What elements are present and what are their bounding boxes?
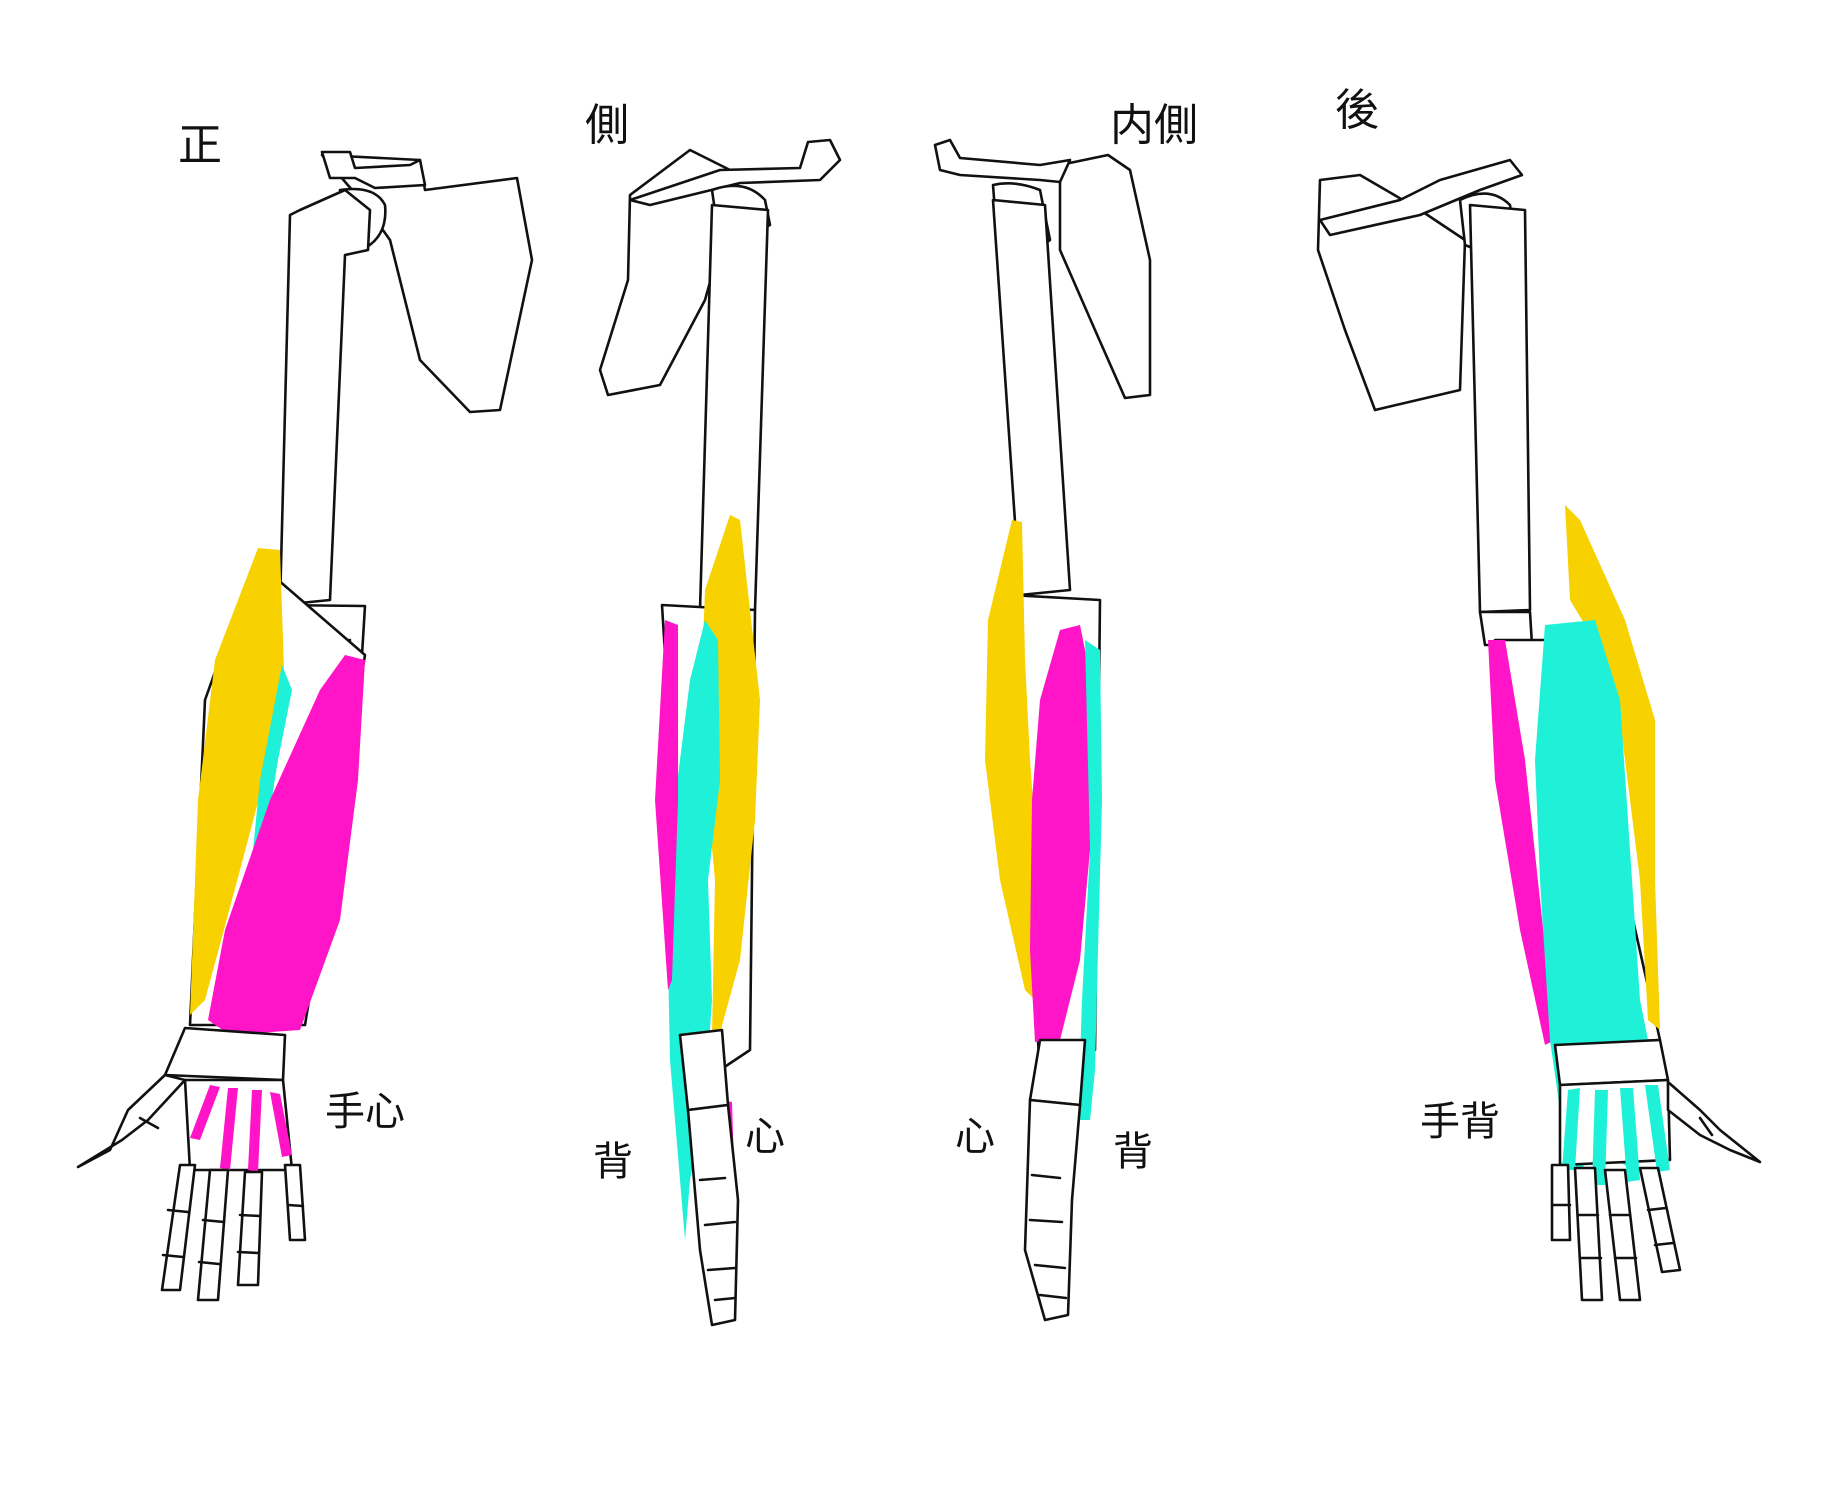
medial-view: 内側 心 背 xyxy=(933,100,1198,1322)
lateral-finger-joints xyxy=(698,1176,737,1302)
back-muscle-pink xyxy=(1488,640,1555,1045)
medial-title: 内側 xyxy=(1110,100,1198,151)
back-finger-1 xyxy=(1550,1163,1572,1242)
back-view: 後 手背 xyxy=(1316,85,1762,1302)
back-humerus xyxy=(1468,203,1532,614)
lateral-muscle-cyan xyxy=(668,620,720,1240)
back-muscle-yellow xyxy=(1565,505,1660,1030)
back-finger-2 xyxy=(1573,1166,1604,1302)
lateral-back-label: 背 xyxy=(593,1139,633,1185)
medial-palm-label: 心 xyxy=(955,1114,995,1160)
back-hand-tendon-2 xyxy=(1592,1090,1608,1185)
medial-back-label: 背 xyxy=(1113,1129,1153,1175)
medial-muscle-yellow xyxy=(985,520,1040,1000)
medial-muscle-pink xyxy=(1030,625,1095,1042)
back-hand-tendon-4 xyxy=(1645,1085,1670,1172)
lateral-muscle-pink xyxy=(655,620,678,990)
lateral-scapula xyxy=(598,148,742,397)
back-thumb-joint xyxy=(1698,1116,1714,1137)
lateral-palm-label: 心 xyxy=(745,1114,785,1160)
front-thumb-joint xyxy=(138,1116,160,1130)
front-clavicle xyxy=(320,150,427,190)
front-wrist xyxy=(163,1026,287,1082)
medial-hand xyxy=(1023,1098,1082,1322)
medial-humerus xyxy=(991,198,1072,597)
front-muscle-yellow xyxy=(190,548,285,1015)
back-hand-label: 手背 xyxy=(1420,1099,1500,1145)
back-wrist xyxy=(1553,1038,1670,1087)
front-humerus xyxy=(278,188,372,607)
front-palm-muscle-4 xyxy=(270,1092,292,1157)
front-palm-muscle-1 xyxy=(190,1085,220,1140)
back-clavicle xyxy=(1318,158,1524,237)
back-hand-tendon-1 xyxy=(1562,1088,1580,1170)
front-thumb xyxy=(76,1073,187,1169)
front-palm-label: 手心 xyxy=(325,1089,405,1135)
front-finger-1 xyxy=(160,1163,197,1292)
front-palm-muscle-3 xyxy=(248,1090,262,1172)
front-muscle-pink xyxy=(208,655,365,1035)
back-thumb xyxy=(1666,1080,1762,1164)
back-finger-4 xyxy=(1638,1166,1682,1274)
front-finger-3 xyxy=(236,1170,264,1287)
medial-wrist xyxy=(1028,1038,1087,1107)
medial-scapula xyxy=(1058,153,1152,400)
lateral-title: 側 xyxy=(585,100,629,151)
back-hand-tendon-3 xyxy=(1620,1088,1640,1182)
back-scapula xyxy=(1316,173,1467,412)
front-finger-joints xyxy=(161,1203,305,1266)
front-finger-4 xyxy=(283,1163,307,1242)
medial-clavicle xyxy=(933,138,1072,184)
lateral-clavicle xyxy=(628,138,842,207)
medial-muscle-cyan xyxy=(1078,640,1102,1120)
front-view: 正 手心 xyxy=(76,120,534,1302)
lateral-view: 側 背 心 xyxy=(585,100,842,1327)
back-title: 後 xyxy=(1335,85,1379,136)
back-finger-joints xyxy=(1550,1203,1675,1260)
medial-finger-joints xyxy=(1028,1173,1068,1300)
lateral-wrist xyxy=(678,1028,730,1112)
back-hand xyxy=(1558,1078,1672,1167)
back-muscle-cyan xyxy=(1535,620,1650,1180)
front-finger-2 xyxy=(196,1168,230,1302)
lateral-hand xyxy=(686,1103,740,1327)
front-palm-muscle-2 xyxy=(220,1088,238,1170)
front-title: 正 xyxy=(178,120,222,171)
back-finger-3 xyxy=(1603,1168,1642,1302)
